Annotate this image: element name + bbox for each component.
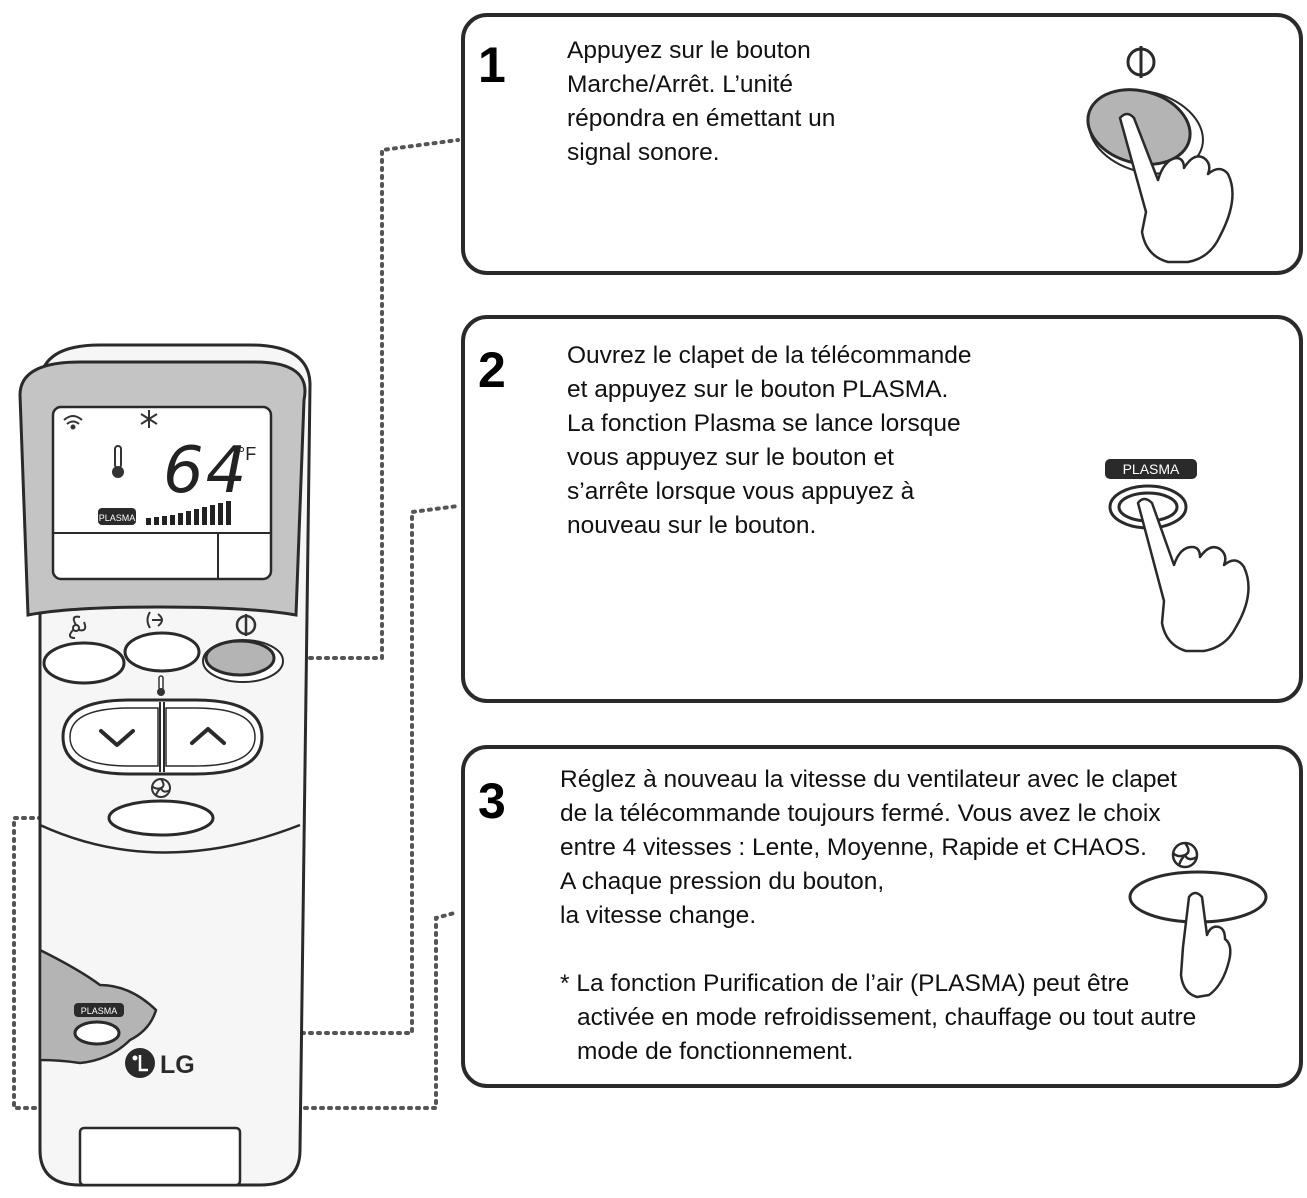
step-3-note: * La fonction Purification de l’air (PLA… bbox=[560, 967, 1196, 1069]
step-3-number: 3 bbox=[478, 773, 506, 829]
thermometer-icon bbox=[112, 445, 124, 478]
step-3-line: Réglez à nouveau la vitesse du ventilate… bbox=[560, 766, 1177, 793]
plasma-button-label: PLASMA bbox=[81, 1006, 118, 1016]
lcd-temperature: 64 bbox=[163, 434, 248, 508]
step-1-line: Appuyez sur le bouton bbox=[567, 37, 811, 64]
step-3-note-line: activée en mode refroidissement, chauffa… bbox=[577, 1004, 1197, 1031]
temperature-up-button[interactable] bbox=[165, 707, 256, 767]
pressing-hand bbox=[1136, 497, 1250, 653]
step-1-number: 1 bbox=[478, 37, 506, 93]
step-3-line: la vitesse change. bbox=[560, 902, 757, 929]
plasma-button-illustration: PLASMA bbox=[1105, 459, 1250, 653]
plasma-button-label-badge bbox=[74, 1003, 124, 1017]
lcd-unit: °F bbox=[238, 444, 256, 464]
step-2-line: et appuyez sur le bouton PLASMA. bbox=[567, 376, 949, 403]
step-3-note-line: * La fonction Purification de l’air (PLA… bbox=[560, 970, 1130, 997]
step-2-text: Ouvrez le clapet de la télécommande et a… bbox=[567, 339, 971, 543]
temperature-down-button[interactable] bbox=[69, 707, 159, 767]
lcd-plasma-label: PLASMA bbox=[99, 513, 136, 523]
pressing-hand bbox=[1179, 891, 1232, 999]
step-2-line: La fonction Plasma se lance lorsque bbox=[567, 410, 961, 437]
remote-control: 64 °F PLASMA bbox=[12, 138, 460, 1187]
lcd-plasma-badge bbox=[98, 508, 136, 525]
step-1-line: signal sonore. bbox=[567, 139, 720, 166]
power-icon bbox=[235, 614, 257, 636]
leader-line-step-1 bbox=[268, 138, 460, 660]
lcd-display bbox=[51, 405, 273, 581]
fan-speed-icon bbox=[151, 778, 171, 798]
remote-plasma-button[interactable] bbox=[73, 1020, 121, 1046]
wifi-icon bbox=[63, 415, 83, 430]
step-2-line: Ouvrez le clapet de la télécommande bbox=[567, 342, 972, 369]
plasma-label-badge bbox=[1105, 459, 1197, 479]
step-3-line: de la télécommande toujours fermé. Vous … bbox=[560, 800, 1161, 827]
lcd-fan-level-bars bbox=[146, 501, 231, 525]
swing-button[interactable] bbox=[123, 631, 201, 673]
power-button[interactable] bbox=[204, 639, 276, 677]
fan-mode-button[interactable] bbox=[42, 641, 126, 685]
pressing-hand bbox=[1118, 112, 1234, 264]
step-3-note-line: mode de fonctionnement. bbox=[577, 1038, 854, 1065]
step-3-line: entre 4 vitesses : Lente, Moyenne, Rapid… bbox=[560, 834, 1147, 861]
step-2-number: 2 bbox=[478, 342, 506, 398]
thermometer-small-icon bbox=[157, 675, 165, 696]
fan-speed-icon bbox=[1171, 841, 1199, 869]
battery-cover bbox=[78, 1126, 242, 1187]
power-button-illustration bbox=[1086, 46, 1234, 264]
lg-logo bbox=[125, 1048, 155, 1078]
fan-speed-button-illustration bbox=[1128, 841, 1268, 999]
chevron-down-icon bbox=[99, 729, 135, 747]
step-1-line: Marche/Arrêt. L’unité bbox=[567, 71, 794, 98]
step-2-line: s’arrête lorsque vous appuyez à bbox=[567, 478, 915, 505]
chevron-up-icon bbox=[190, 727, 226, 745]
power-button-pressed bbox=[1086, 88, 1192, 166]
step-3-line: A chaque pression du bouton, bbox=[560, 868, 885, 895]
remote-flap-edge bbox=[39, 823, 301, 854]
step-2-line: nouveau sur le bouton. bbox=[567, 512, 817, 539]
step-2-line: vous appuyez sur le bouton et bbox=[567, 444, 894, 471]
plasma-label: PLASMA bbox=[1123, 461, 1180, 477]
swing-icon bbox=[146, 611, 163, 629]
power-icon bbox=[1126, 46, 1156, 78]
step-1-line: répondra en émettant un bbox=[567, 105, 836, 132]
step-1-text: Appuyez sur le bouton Marche/Arrêt. L’un… bbox=[567, 34, 835, 170]
brand-label: LG bbox=[160, 1051, 195, 1079]
step-3-text: Réglez à nouveau la vitesse du ventilate… bbox=[560, 763, 1177, 933]
fan-icon bbox=[69, 615, 87, 639]
fan-speed-button[interactable] bbox=[107, 799, 215, 837]
snowflake-icon bbox=[140, 410, 158, 428]
